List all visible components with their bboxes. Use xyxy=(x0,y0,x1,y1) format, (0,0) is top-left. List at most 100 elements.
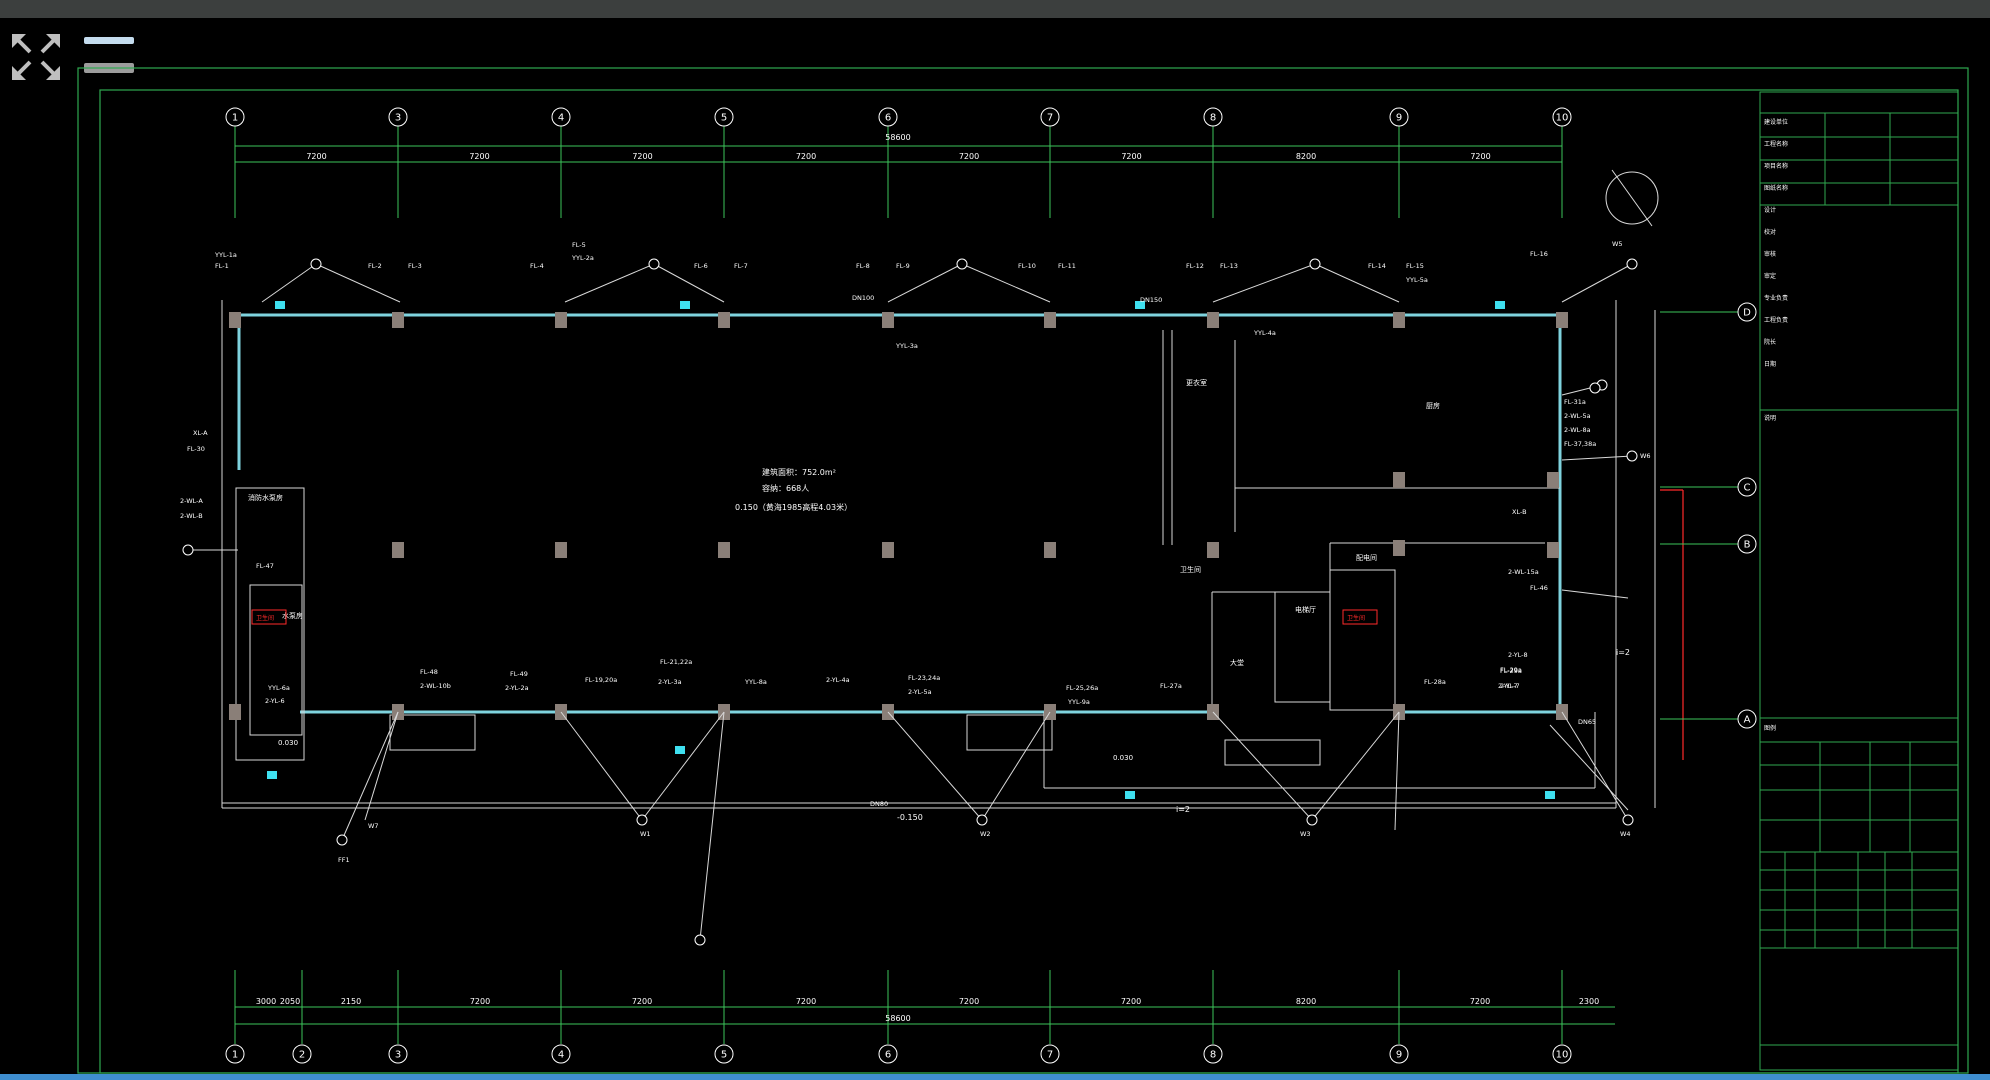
structural-column xyxy=(1044,312,1056,328)
layer-toggle-control[interactable] xyxy=(84,37,134,44)
axis-top-9-circle xyxy=(1389,107,1409,127)
title-block xyxy=(1759,91,1959,1071)
axis-top-4-circle xyxy=(551,107,571,127)
floor-drain-icon xyxy=(1545,791,1555,799)
pipe-tags-right: FL-31a xyxy=(1564,398,1586,406)
pipe-tags-top: YYL-4a xyxy=(1253,329,1276,337)
title-block-note: 说明 xyxy=(1764,414,1776,422)
axis-top-1-circle xyxy=(225,107,245,127)
node-labels: FF1 xyxy=(338,856,350,864)
inner-frame xyxy=(99,89,1959,1074)
drain-pipe xyxy=(1561,711,1629,821)
axis-bottom-6-circle xyxy=(878,1044,898,1064)
pipe-tags-left: YYL-6a xyxy=(267,684,290,692)
pipe-tags-left: XL-A xyxy=(193,429,208,437)
pipe-tags-top: FL-9 xyxy=(896,262,910,270)
structural-column xyxy=(1547,542,1559,558)
axis-top-8-circle xyxy=(1203,107,1223,127)
pipe-tags-left: 2-WL-B xyxy=(180,512,203,520)
floor-drain-icon xyxy=(1125,791,1135,799)
pipe-tags-top: FL-7 xyxy=(734,262,748,270)
drain-pipe xyxy=(1212,711,1313,821)
drain-pipe xyxy=(1549,724,1629,811)
title-block-row: 院长 xyxy=(1764,338,1776,346)
dim-bottom: 2050 xyxy=(280,997,300,1006)
title-block-note: 图例 xyxy=(1764,724,1776,732)
axis-top-9: 9 xyxy=(1396,113,1402,124)
axis-right-B: B xyxy=(1744,540,1751,551)
pipe-tags-bottom: FL-21,22a xyxy=(660,658,692,666)
inspection-well-icon xyxy=(648,258,660,270)
red-tag: 卫生间 xyxy=(256,614,274,622)
overall-dim-bottom: 58600 xyxy=(885,1014,910,1023)
inspection-well-icon xyxy=(336,834,348,846)
pipe-tags-bottom: FL-25,26a xyxy=(1066,684,1098,692)
dim-top: 7200 xyxy=(959,152,979,161)
pipe-tags-top: YYL-2a xyxy=(571,254,594,262)
drain-pipe xyxy=(364,711,399,821)
pipe-tags-top: FL-10 xyxy=(1018,262,1036,270)
pipe-tags-right: 2-YL-8 xyxy=(1508,651,1528,659)
pipe-tags-top: FL-16 xyxy=(1530,250,1548,258)
pipe-tags-right: 2-YL-7 xyxy=(1500,682,1520,690)
pipe-tags-right: 2-WL-5a xyxy=(1564,412,1591,420)
axis-bottom-1-circle xyxy=(225,1044,245,1064)
drain-pipe xyxy=(315,263,401,303)
pipe-tags-bottom: FL-19,20a xyxy=(585,676,617,684)
pipe-tags-bottom: 2-YL-4a xyxy=(826,676,850,684)
pipe-tags-right: FL-29a xyxy=(1500,667,1522,675)
drain-pipe xyxy=(1314,263,1400,303)
title-block-row: 工程名称 xyxy=(1764,140,1788,148)
structural-column xyxy=(229,704,241,720)
red-tag-box-2 xyxy=(1342,609,1378,625)
structural-column xyxy=(882,312,894,328)
viewer-top-bar xyxy=(0,0,1990,18)
drain-pipe xyxy=(1212,263,1316,303)
pipe-dims: DN150 xyxy=(1140,296,1162,304)
dim-bottom: 7200 xyxy=(796,997,816,1006)
axis-bottom-4: 4 xyxy=(558,1050,564,1061)
structural-column xyxy=(555,312,567,328)
dim-top: 7200 xyxy=(796,152,816,161)
pipe-tags-bottom: FL-49 xyxy=(510,670,528,678)
floor-drain-icon xyxy=(275,301,285,309)
viewer-status-bar xyxy=(0,1074,1990,1080)
title-block-row: 审核 xyxy=(1764,250,1776,258)
outer-frame xyxy=(77,67,1969,1074)
structural-column xyxy=(1207,542,1219,558)
pipe-tags-top: YYL-3a xyxy=(895,342,918,350)
inspection-well-icon xyxy=(636,814,648,826)
pipe-tags-top: FL-6 xyxy=(694,262,708,270)
room-labels: 更衣室 xyxy=(1186,378,1207,387)
axis-right-C: C xyxy=(1744,483,1751,494)
drain-pipe xyxy=(1311,711,1400,821)
node-labels: W1 xyxy=(640,830,651,838)
drain-pipe xyxy=(1561,455,1633,461)
floor-drain-icon xyxy=(1495,301,1505,309)
room-labels: 水泵房 xyxy=(282,611,303,620)
dim-top: 7200 xyxy=(1121,152,1141,161)
pipe-tags-top: FL-11 xyxy=(1058,262,1076,270)
dim-bottom: 7200 xyxy=(959,997,979,1006)
drain-pipe xyxy=(981,711,1051,821)
axis-top-10: 10 xyxy=(1556,113,1569,124)
floor-drain-icon xyxy=(680,301,690,309)
pipe-tags-right: FL-46 xyxy=(1530,584,1548,592)
dim-top: 8200 xyxy=(1296,152,1316,161)
structural-column xyxy=(1044,542,1056,558)
inspection-well-icon xyxy=(1622,814,1634,826)
title-block-row: 项目名称 xyxy=(1764,162,1788,170)
building-walls xyxy=(237,313,1562,714)
structural-column xyxy=(392,542,404,558)
axis-top-7-circle xyxy=(1040,107,1060,127)
structural-column xyxy=(229,312,241,328)
expand-arrows-icon[interactable] xyxy=(10,32,62,82)
axis-bottom-8: 8 xyxy=(1210,1050,1216,1061)
title-block-row: 建设单位 xyxy=(1764,118,1788,126)
pipe-tags-bottom: YYL-9a xyxy=(1067,698,1090,706)
axis-bottom-7-circle xyxy=(1040,1044,1060,1064)
level-mark-3: 0.030 xyxy=(278,739,298,747)
inspection-well-icon xyxy=(1306,814,1318,826)
dim-bottom: 7200 xyxy=(632,997,652,1006)
